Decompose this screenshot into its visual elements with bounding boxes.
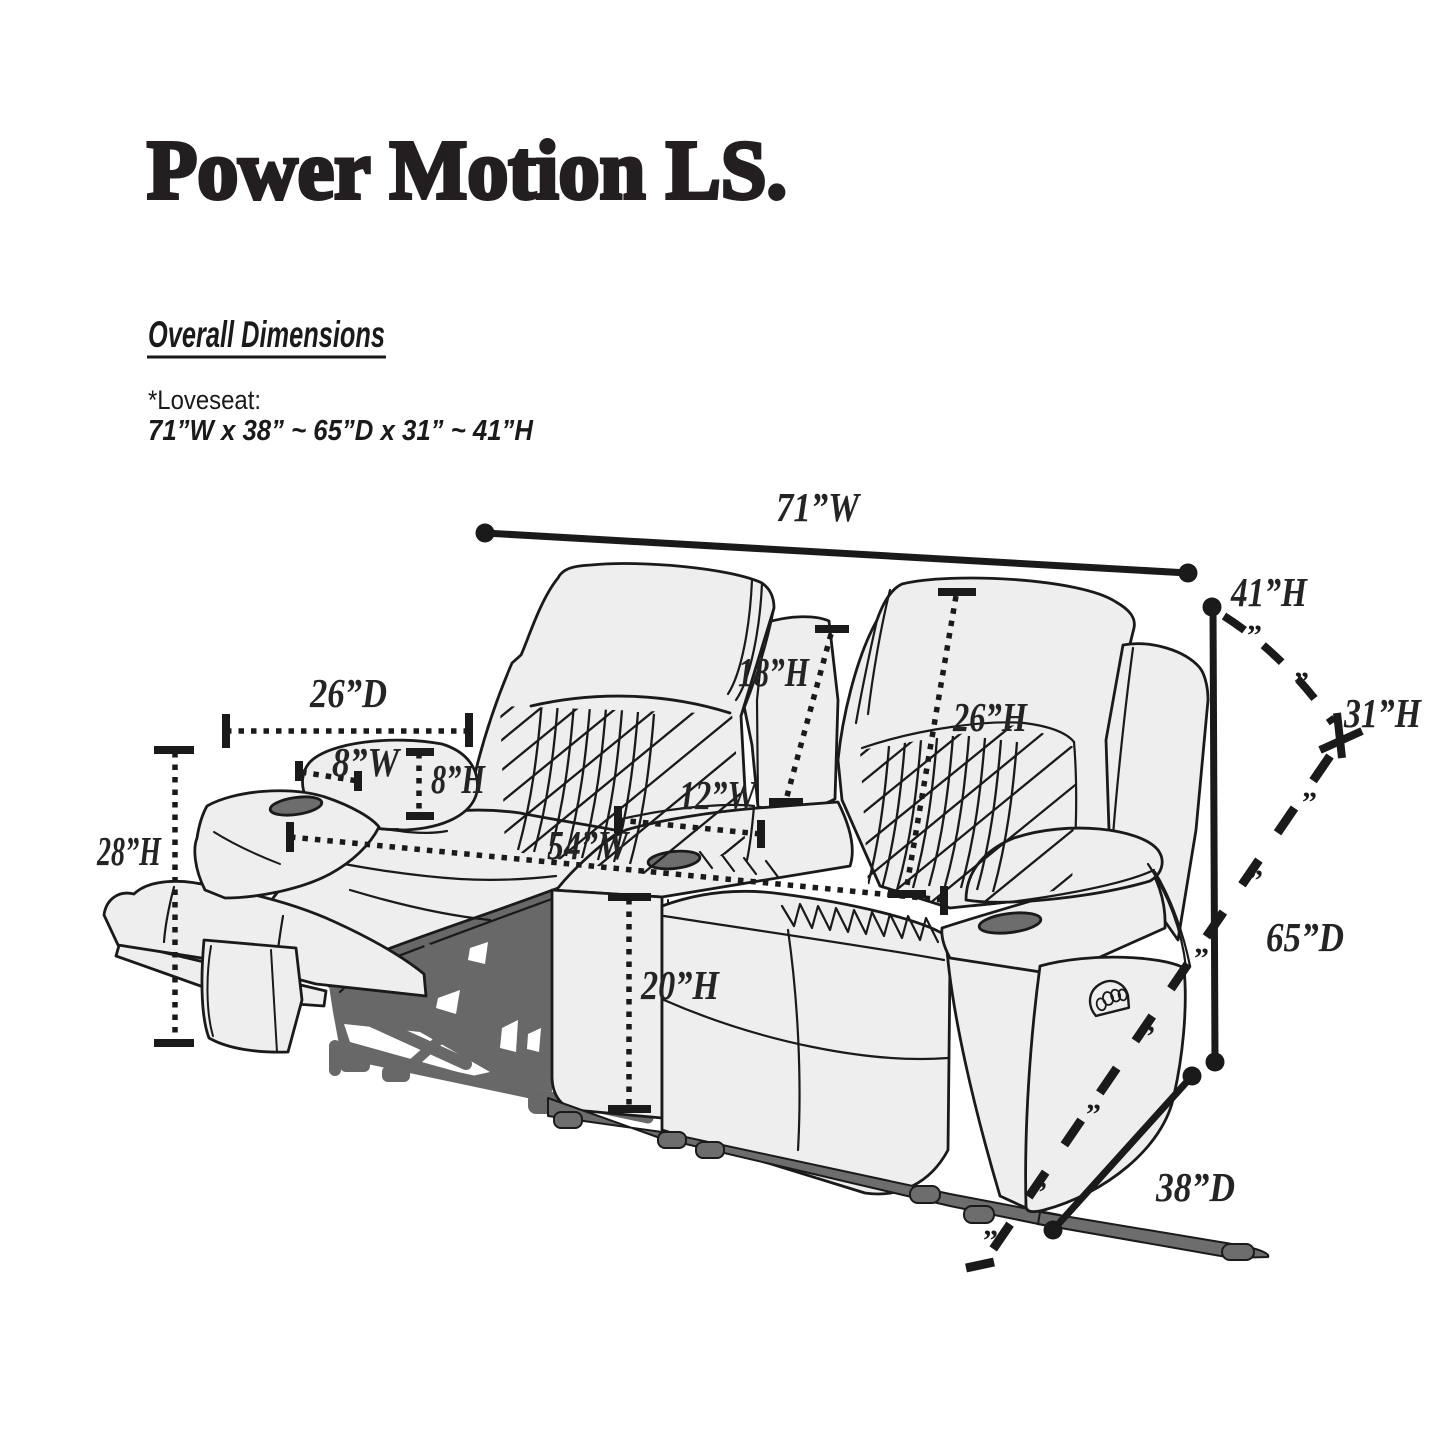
svg-text:18”H: 18”H <box>738 649 810 695</box>
svg-text:26”H: 26”H <box>952 694 1028 740</box>
svg-text:”: ” <box>983 1224 998 1257</box>
svg-text:38”D: 38”D <box>1155 1164 1235 1210</box>
svg-text:”: ” <box>1194 942 1209 975</box>
svg-text:12”W: 12”W <box>679 772 758 818</box>
svg-text:71”W: 71”W <box>776 484 861 530</box>
svg-text:20”H: 20”H <box>640 962 720 1008</box>
svg-text:28”H: 28”H <box>96 828 161 874</box>
svg-text:8”H: 8”H <box>431 756 486 802</box>
svg-text:8”W: 8”W <box>332 739 401 785</box>
svg-text:41”H: 41”H <box>1230 569 1308 615</box>
svg-text:65”D: 65”D <box>1266 914 1344 960</box>
svg-text:”: ” <box>1248 864 1263 897</box>
svg-text:54”W: 54”W <box>547 822 630 868</box>
svg-text:”: ” <box>1247 619 1262 652</box>
svg-text:26”D: 26”D <box>309 670 387 716</box>
svg-text:Overall Dimensions: Overall Dimensions <box>148 314 385 355</box>
svg-text:”: ” <box>1032 1176 1047 1209</box>
svg-text:”: ” <box>1140 1020 1155 1053</box>
svg-text:”: ” <box>1294 666 1309 699</box>
svg-text:”: ” <box>1302 786 1317 819</box>
svg-text:*Loveseat:: *Loveseat: <box>148 385 261 415</box>
svg-text:Power Motion LS.: Power Motion LS. <box>147 124 787 217</box>
svg-text:”: ” <box>1086 1098 1101 1131</box>
svg-text:71”W x 38” ~ 65”D x 31” ~ 41”H: 71”W x 38” ~ 65”D x 31” ~ 41”H <box>148 415 534 447</box>
svg-text:31”H: 31”H <box>1343 690 1422 736</box>
